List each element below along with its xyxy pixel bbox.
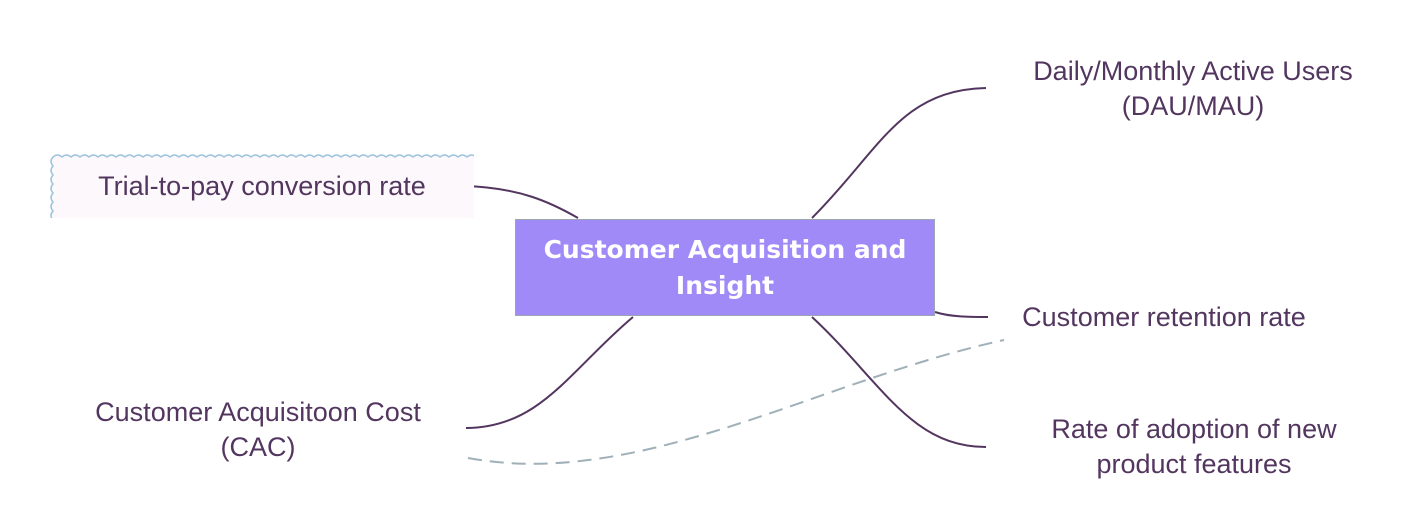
topic-retention[interactable]: Customer retention rate xyxy=(996,300,1332,335)
relationship-cac-to-retention[interactable] xyxy=(467,339,1005,465)
topic-line1: Customer Acquisitoon Cost xyxy=(95,397,421,427)
branch-retention xyxy=(934,311,989,318)
topic-label: Trial-to-pay conversion rate xyxy=(98,170,426,201)
topic-line2: product features xyxy=(1096,449,1292,479)
branch-dau-mau xyxy=(811,87,987,219)
central-topic[interactable]: Customer Acquisition and Insight xyxy=(515,219,935,316)
branch-cac xyxy=(465,316,634,429)
central-topic-line1: Customer Acquisition and xyxy=(543,234,907,264)
topic-line1: Daily/Monthly Active Users xyxy=(1033,56,1353,86)
topic-dau-mau[interactable]: Daily/Monthly Active Users (DAU/MAU) xyxy=(1000,54,1386,124)
topic-trial-to-pay[interactable]: Trial-to-pay conversion rate xyxy=(50,154,474,218)
wavy-border xyxy=(50,154,474,218)
topic-line2: (CAC) xyxy=(220,432,296,462)
topic-label: Customer retention rate xyxy=(1022,302,1306,332)
central-topic-line2: Insight xyxy=(675,270,775,300)
topic-line2: (DAU/MAU) xyxy=(1121,91,1265,121)
branch-trial-to-pay xyxy=(465,185,579,219)
topic-adoption[interactable]: Rate of adoption of new product features xyxy=(1006,412,1382,482)
topic-line1: Rate of adoption of new xyxy=(1051,414,1337,444)
branch-adoption xyxy=(811,316,987,448)
topic-cac[interactable]: Customer Acquisitoon Cost (CAC) xyxy=(60,395,456,465)
